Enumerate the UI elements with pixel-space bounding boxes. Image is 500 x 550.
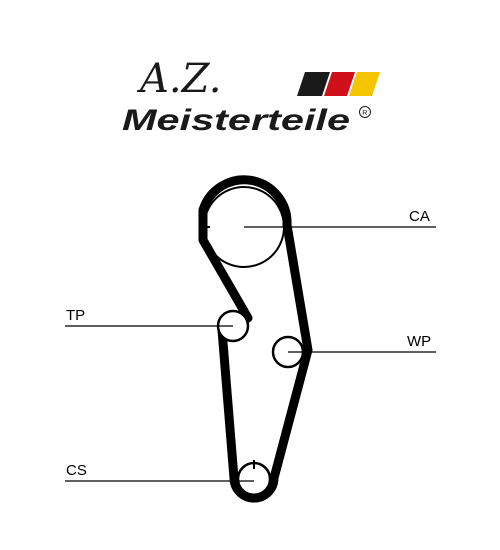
brand-logo: A.Z. Meisterteile R (122, 56, 380, 137)
label-tp: TP (66, 307, 85, 324)
component-labels: CA TP WP CS (66, 208, 431, 479)
flag-stripe-black (297, 72, 330, 96)
logo-initials: A.Z. (136, 56, 221, 102)
flag-stripe-red (324, 72, 355, 96)
flag-stripe-gold (349, 72, 380, 96)
registered-mark-letter: R (362, 110, 367, 117)
registered-mark-icon (359, 106, 371, 118)
timing-belt (198, 175, 313, 503)
label-wp: WP (407, 333, 431, 350)
label-ca: CA (409, 208, 430, 225)
leader-lines (65, 226, 436, 482)
label-cs: CS (66, 462, 87, 479)
logo-brand-name: Meisterteile (122, 104, 350, 137)
